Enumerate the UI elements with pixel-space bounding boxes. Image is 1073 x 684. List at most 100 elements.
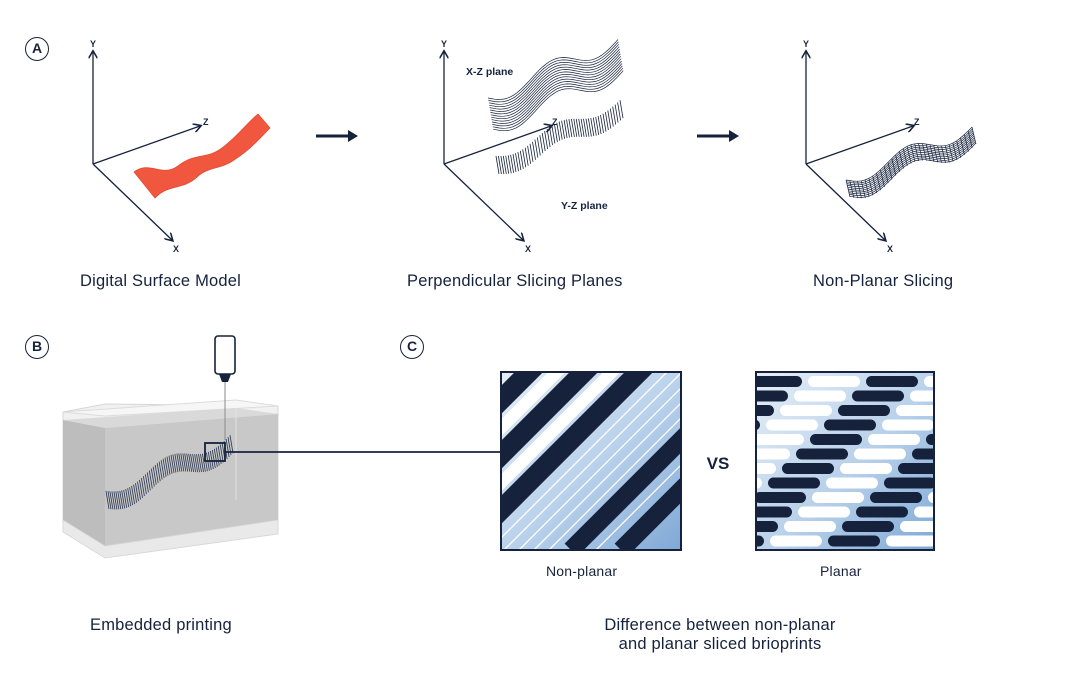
planar-pill (682, 507, 734, 518)
embedded-line (225, 438, 230, 458)
mesh-line-cross (960, 137, 965, 155)
embedded-line (117, 491, 122, 510)
yz-slice-line (512, 154, 517, 173)
embedded-line (202, 453, 206, 472)
embedded-line (129, 487, 133, 506)
planar-detail (682, 371, 1073, 551)
embedded-line (146, 472, 151, 491)
xz-slice-line (489, 51, 621, 112)
axis-label-y-3: Y (803, 39, 809, 49)
embedded-line (164, 457, 169, 476)
embedded-line (109, 491, 114, 510)
planar-pill (794, 390, 846, 402)
mesh-line-cross (891, 158, 897, 176)
planar-pill (756, 477, 762, 489)
mesh-line-long (846, 128, 973, 184)
planar-pill (928, 492, 934, 503)
yz-slice-line (573, 118, 578, 137)
yz-slice-line (532, 141, 536, 160)
planar-pill (826, 477, 878, 489)
xz-slice-line (492, 65, 623, 127)
embedded-line (135, 483, 139, 502)
axis-label-z-1: Z (203, 117, 209, 127)
embedded-line (154, 464, 159, 483)
planar-pill (1012, 405, 1064, 416)
yz-slice-line (527, 145, 531, 164)
mesh-line-cross (910, 144, 916, 162)
xz-slice-line (489, 46, 620, 108)
yz-slice-line (619, 100, 624, 119)
planar-pill (854, 448, 906, 460)
navy-stripe (614, 477, 681, 550)
xz-slice-line (487, 39, 619, 100)
embedded-line (127, 488, 132, 507)
planar-pill (768, 477, 820, 489)
planar-pill (942, 478, 994, 489)
embedded-line (133, 484, 137, 503)
planar-pill (798, 506, 850, 518)
caption-difference-line-1: Difference between non-planar (604, 616, 836, 634)
planar-pill (870, 492, 922, 503)
planar-pill (886, 535, 934, 547)
caption-embedded-printing: Embedded printing (90, 616, 232, 634)
flow-arrow-2 (697, 130, 739, 142)
yz-plane-slices (495, 100, 624, 175)
planar-pill (756, 419, 760, 431)
planar-pill (984, 434, 1036, 445)
xz-slice-line (491, 60, 622, 122)
embedded-line (158, 461, 163, 480)
embedded-line (152, 466, 157, 485)
embedded-line (148, 470, 153, 489)
planar-pill (910, 390, 934, 402)
yz-slice-line (546, 128, 551, 148)
xz-slice-line (492, 68, 624, 129)
yz-plane-label: Y-Z plane (561, 200, 608, 212)
yz-slice-line (536, 137, 541, 156)
planar-pill (842, 521, 894, 532)
yz-slice-line (517, 152, 522, 171)
yz-slice-line (563, 119, 568, 139)
mesh-line-cross (902, 148, 908, 166)
embedded-line (166, 456, 171, 475)
navy-stripe (501, 372, 654, 525)
mesh-line-cross (925, 144, 931, 162)
embedded-line (131, 485, 135, 505)
embedded-line (172, 454, 177, 473)
mesh-line-cross (864, 179, 870, 197)
mesh-line-long (848, 139, 976, 195)
yz-slice-line (583, 118, 587, 137)
planar-pill (812, 492, 864, 503)
yz-slice-line (500, 155, 505, 175)
mesh-line-cross (964, 134, 969, 152)
planar-pill (756, 376, 802, 387)
planar-pill (756, 463, 776, 474)
embedded-line (119, 490, 124, 509)
mesh-line-long (845, 126, 973, 182)
yz-slice-line (578, 118, 583, 137)
mesh-line-cross (857, 181, 862, 199)
planar-pill (782, 463, 834, 474)
planar-pill (940, 420, 992, 431)
mesh-line-cross (918, 143, 923, 161)
yz-slice-line (614, 104, 619, 123)
axes-1 (93, 52, 200, 240)
embedded-line (213, 448, 218, 467)
printer-nozzle (214, 335, 236, 440)
mesh-line-cross (937, 145, 942, 163)
embedded-line (209, 450, 214, 470)
planar-pill (968, 391, 1020, 402)
planar-pill (756, 506, 792, 518)
yz-slice-line (529, 143, 534, 162)
axis-label-z-3: Z (914, 117, 920, 127)
planar-pill (766, 419, 818, 431)
thin-white-line (595, 464, 681, 550)
axes-3 (806, 52, 913, 240)
xz-slice-line (490, 53, 621, 115)
planar-pill (954, 405, 1006, 416)
mesh-line-cross (944, 145, 950, 163)
yz-slice-line (588, 118, 592, 137)
mesh-line-cross (941, 145, 946, 164)
yz-slice-line (549, 127, 553, 146)
planar-pill (1040, 376, 1073, 387)
